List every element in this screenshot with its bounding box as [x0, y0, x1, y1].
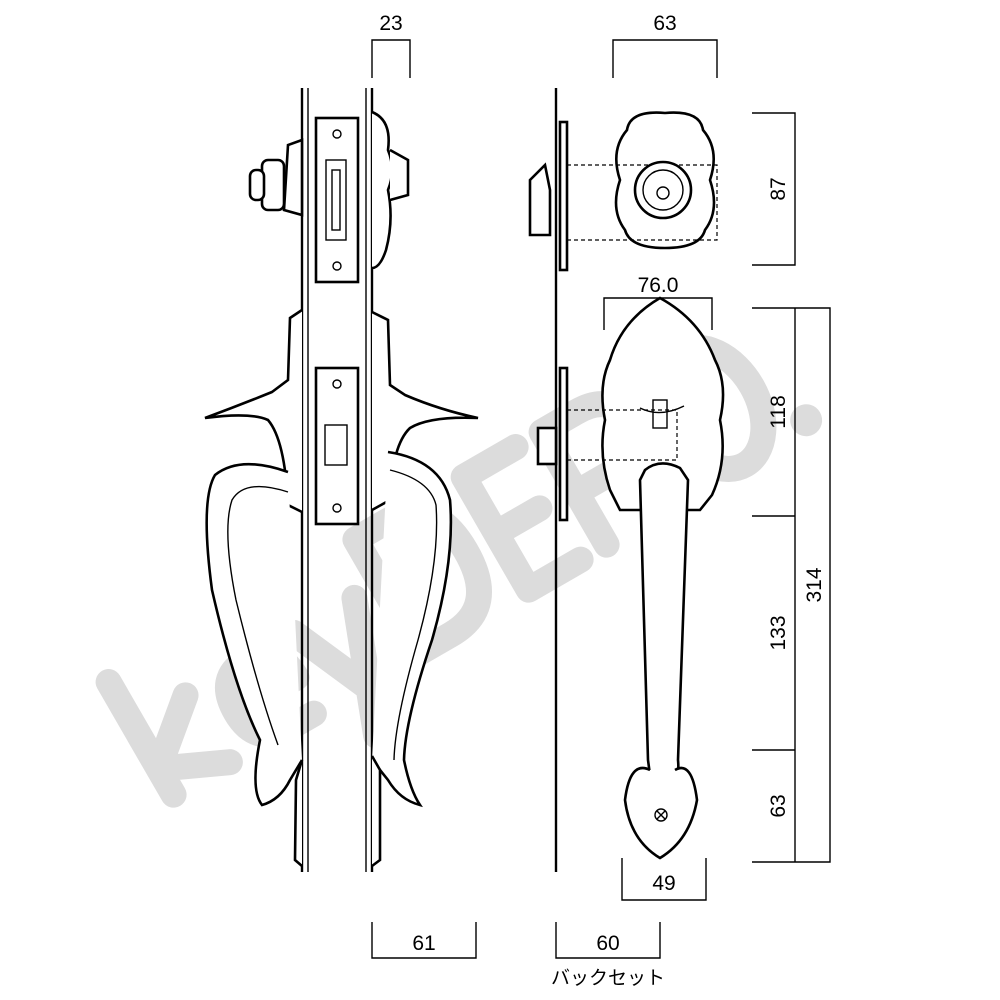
- dimension-lines: [371, 39, 831, 959]
- front-view: [528, 88, 725, 872]
- dim-49: 49: [652, 872, 675, 895]
- backset-label: バックセット: [551, 967, 665, 989]
- dimension-labels: 23 63 87 76.0 118 133 63 314 49 61 60 バッ…: [379, 12, 826, 989]
- dim-118: 118: [767, 395, 790, 428]
- dim-63-top: 63: [653, 12, 676, 35]
- dim-87: 87: [767, 177, 790, 200]
- dim-133: 133: [767, 615, 790, 650]
- dim-60-backset: 60: [596, 932, 619, 955]
- dim-314: 314: [803, 567, 826, 602]
- dim-23: 23: [379, 12, 402, 35]
- side-view: [204, 88, 479, 872]
- dim-63-bottom: 63: [767, 794, 790, 817]
- dim-61: 61: [412, 932, 435, 955]
- dim-76: 76.0: [638, 274, 679, 297]
